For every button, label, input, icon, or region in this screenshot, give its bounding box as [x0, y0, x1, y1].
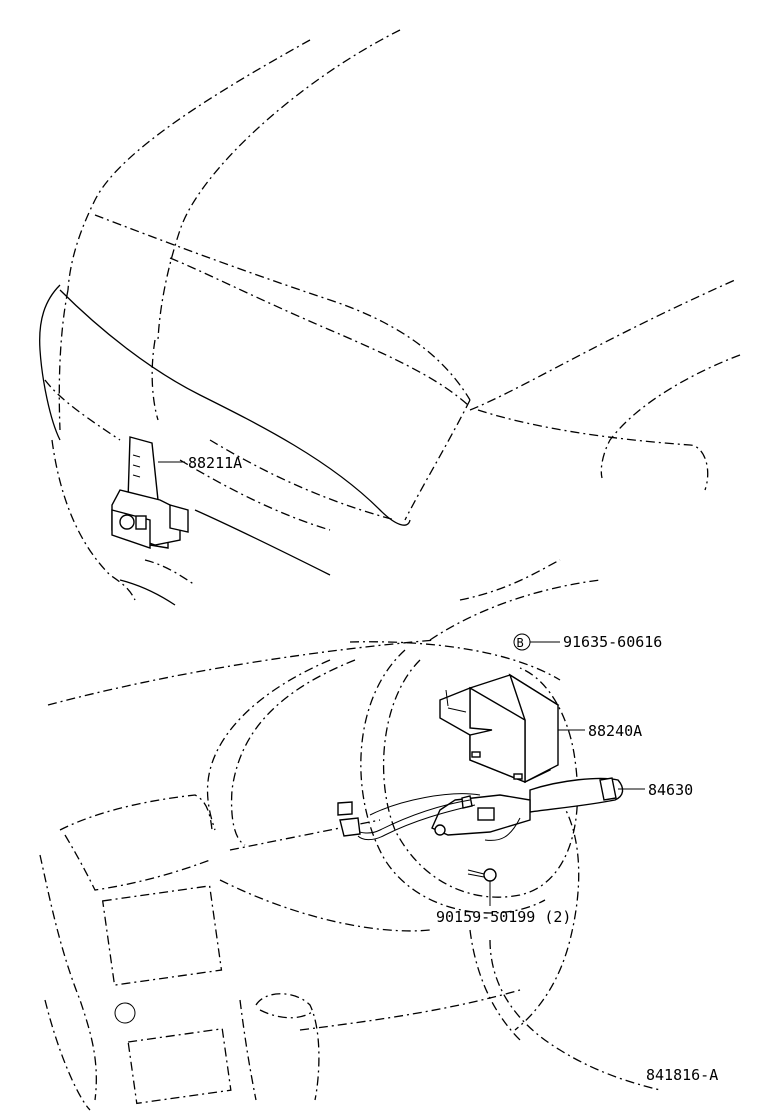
vehicle-hood-outline	[39, 29, 741, 606]
bolt-part-number: 91635-60616	[563, 633, 662, 651]
switch-part-number: 88211A	[188, 454, 242, 472]
figure-id: 841816-A	[646, 1066, 718, 1084]
module-part-number: 88240A	[588, 722, 642, 740]
screw-part-number: 90159-50199 (2)	[436, 908, 571, 926]
screw-part	[467, 868, 497, 882]
headlamp-switch-part	[111, 436, 189, 549]
dashboard-outline	[39, 559, 661, 1111]
lever-part-number: 84630	[648, 781, 693, 799]
turn-signal-switch-part	[337, 777, 624, 841]
control-module-part	[439, 673, 560, 784]
bolt-marker-label: B	[517, 636, 524, 650]
